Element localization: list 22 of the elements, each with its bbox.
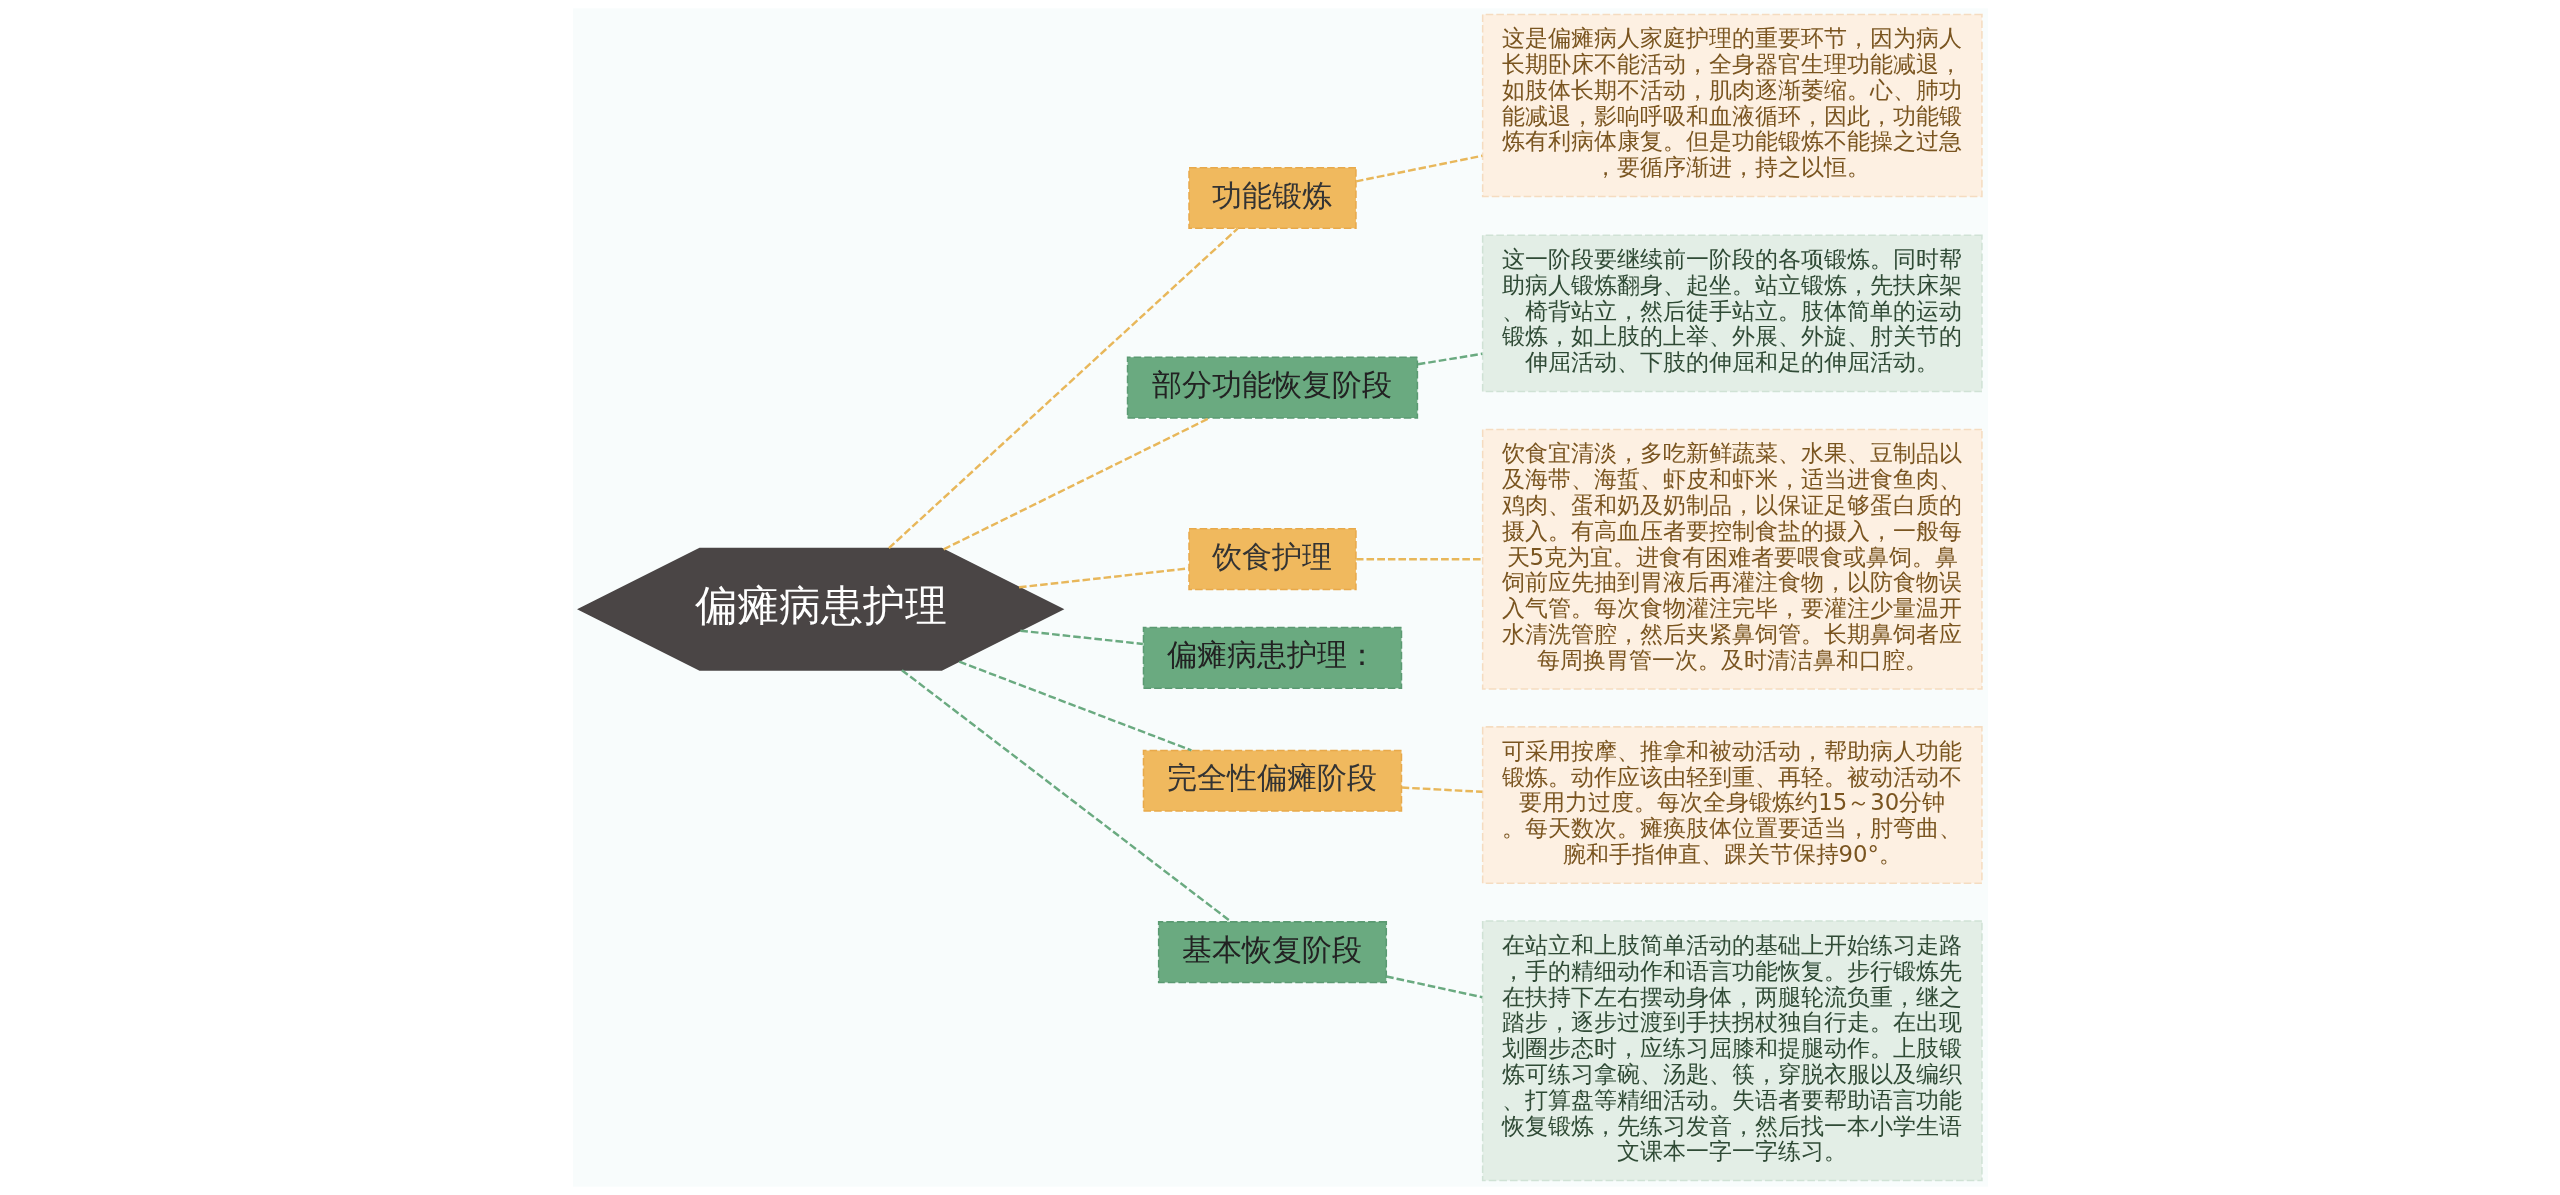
connector — [900, 669, 1232, 923]
node-box: 基本恢复阶段 — [1157, 921, 1387, 984]
node-box: 偏瘫病患护理： — [1142, 626, 1402, 689]
node-box: 功能锻炼 — [1187, 166, 1357, 230]
connector — [958, 660, 1192, 752]
connector — [1355, 557, 1482, 561]
connector — [1019, 629, 1143, 646]
node-box: 饮食宜清淡，多吃新鲜蔬菜、水果、豆制品以及海带、海蜇、虾皮和虾米，适当进食鱼肉、鸡肉、蛋和奶及奶制品，以保证足够蛋白质的摄入。有高血压者要控制食盐的摄入，一般每天5克为宜。进食有困难者要喂食或鼻饲。鼻饲前应先抽到胃液后再灌注食物，以防食物误入气管。每次食物灌注完毕，要灌注少量温开水清洗管腔，然后夹紧鼻饲管。长期鼻饲者应每周换胃管一次。及时清洁鼻和口腔。 — [1481, 428, 1983, 690]
node-box: 在站立和上肢简单活动的基础上开始练习走路，手的精细动作和语言功能恢复。步行锻炼先在扶持下左右摆动身体，两腿轮流负重，继之踏步，逐步过渡到手扶拐杖独自行走。在出现划圈步态时，应练习屈膝和提腿动作。上肢锻炼可练习拿碗、汤匙、筷，穿脱衣服以及编织、打算盘等精细活动。失语者要帮助语言功能恢复锻炼，先练习发音，然后找一本小学生语文课本一字一字练习。 — [1481, 920, 1983, 1182]
connector — [1401, 786, 1482, 794]
node-box: 饮食护理 — [1187, 528, 1357, 591]
connector — [942, 417, 1210, 551]
node-box: 可采用按摩、推拿和被动活动，帮助病人功能锻炼。动作应该由轻到重、再轻。被动活动不要用力过度。每次全身锻炼约15～30分钟。每天数次。瘫痪肢体位置要适当，肘弯曲、腕和手指伸直、踝关节保持90°。 — [1481, 726, 1983, 884]
connector — [887, 227, 1238, 550]
node-box: 部分功能恢复阶段 — [1126, 356, 1418, 419]
node-box: 这是偏瘫病人家庭护理的重要环节，因为病人长期卧床不能活动，全身器官生理功能减退，如肢体长期不活动，肌肉逐渐萎缩。心、肺功能减退，影响呼吸和血液循环，因此，功能锻炼有利病体康复。但是功能锻炼不能操之过急，要循序渐进，持之以恒。 — [1481, 13, 1983, 198]
connector — [1385, 975, 1483, 999]
connector — [1018, 567, 1189, 589]
node-box: 这一阶段要继续前一阶段的各项锻炼。同时帮助病人锻炼翻身、起坐。站立锻炼，先扶床架、椅背站立，然后徒手站立。肢体简单的运动锻炼，如上肢的上举、外展、外旋、肘关节的伸屈活动、下肢的伸屈和足的伸屈活动。 — [1481, 234, 1983, 393]
connector — [1355, 154, 1483, 183]
connector — [1417, 352, 1482, 366]
node-box: 完全性偏瘫阶段 — [1142, 749, 1402, 812]
